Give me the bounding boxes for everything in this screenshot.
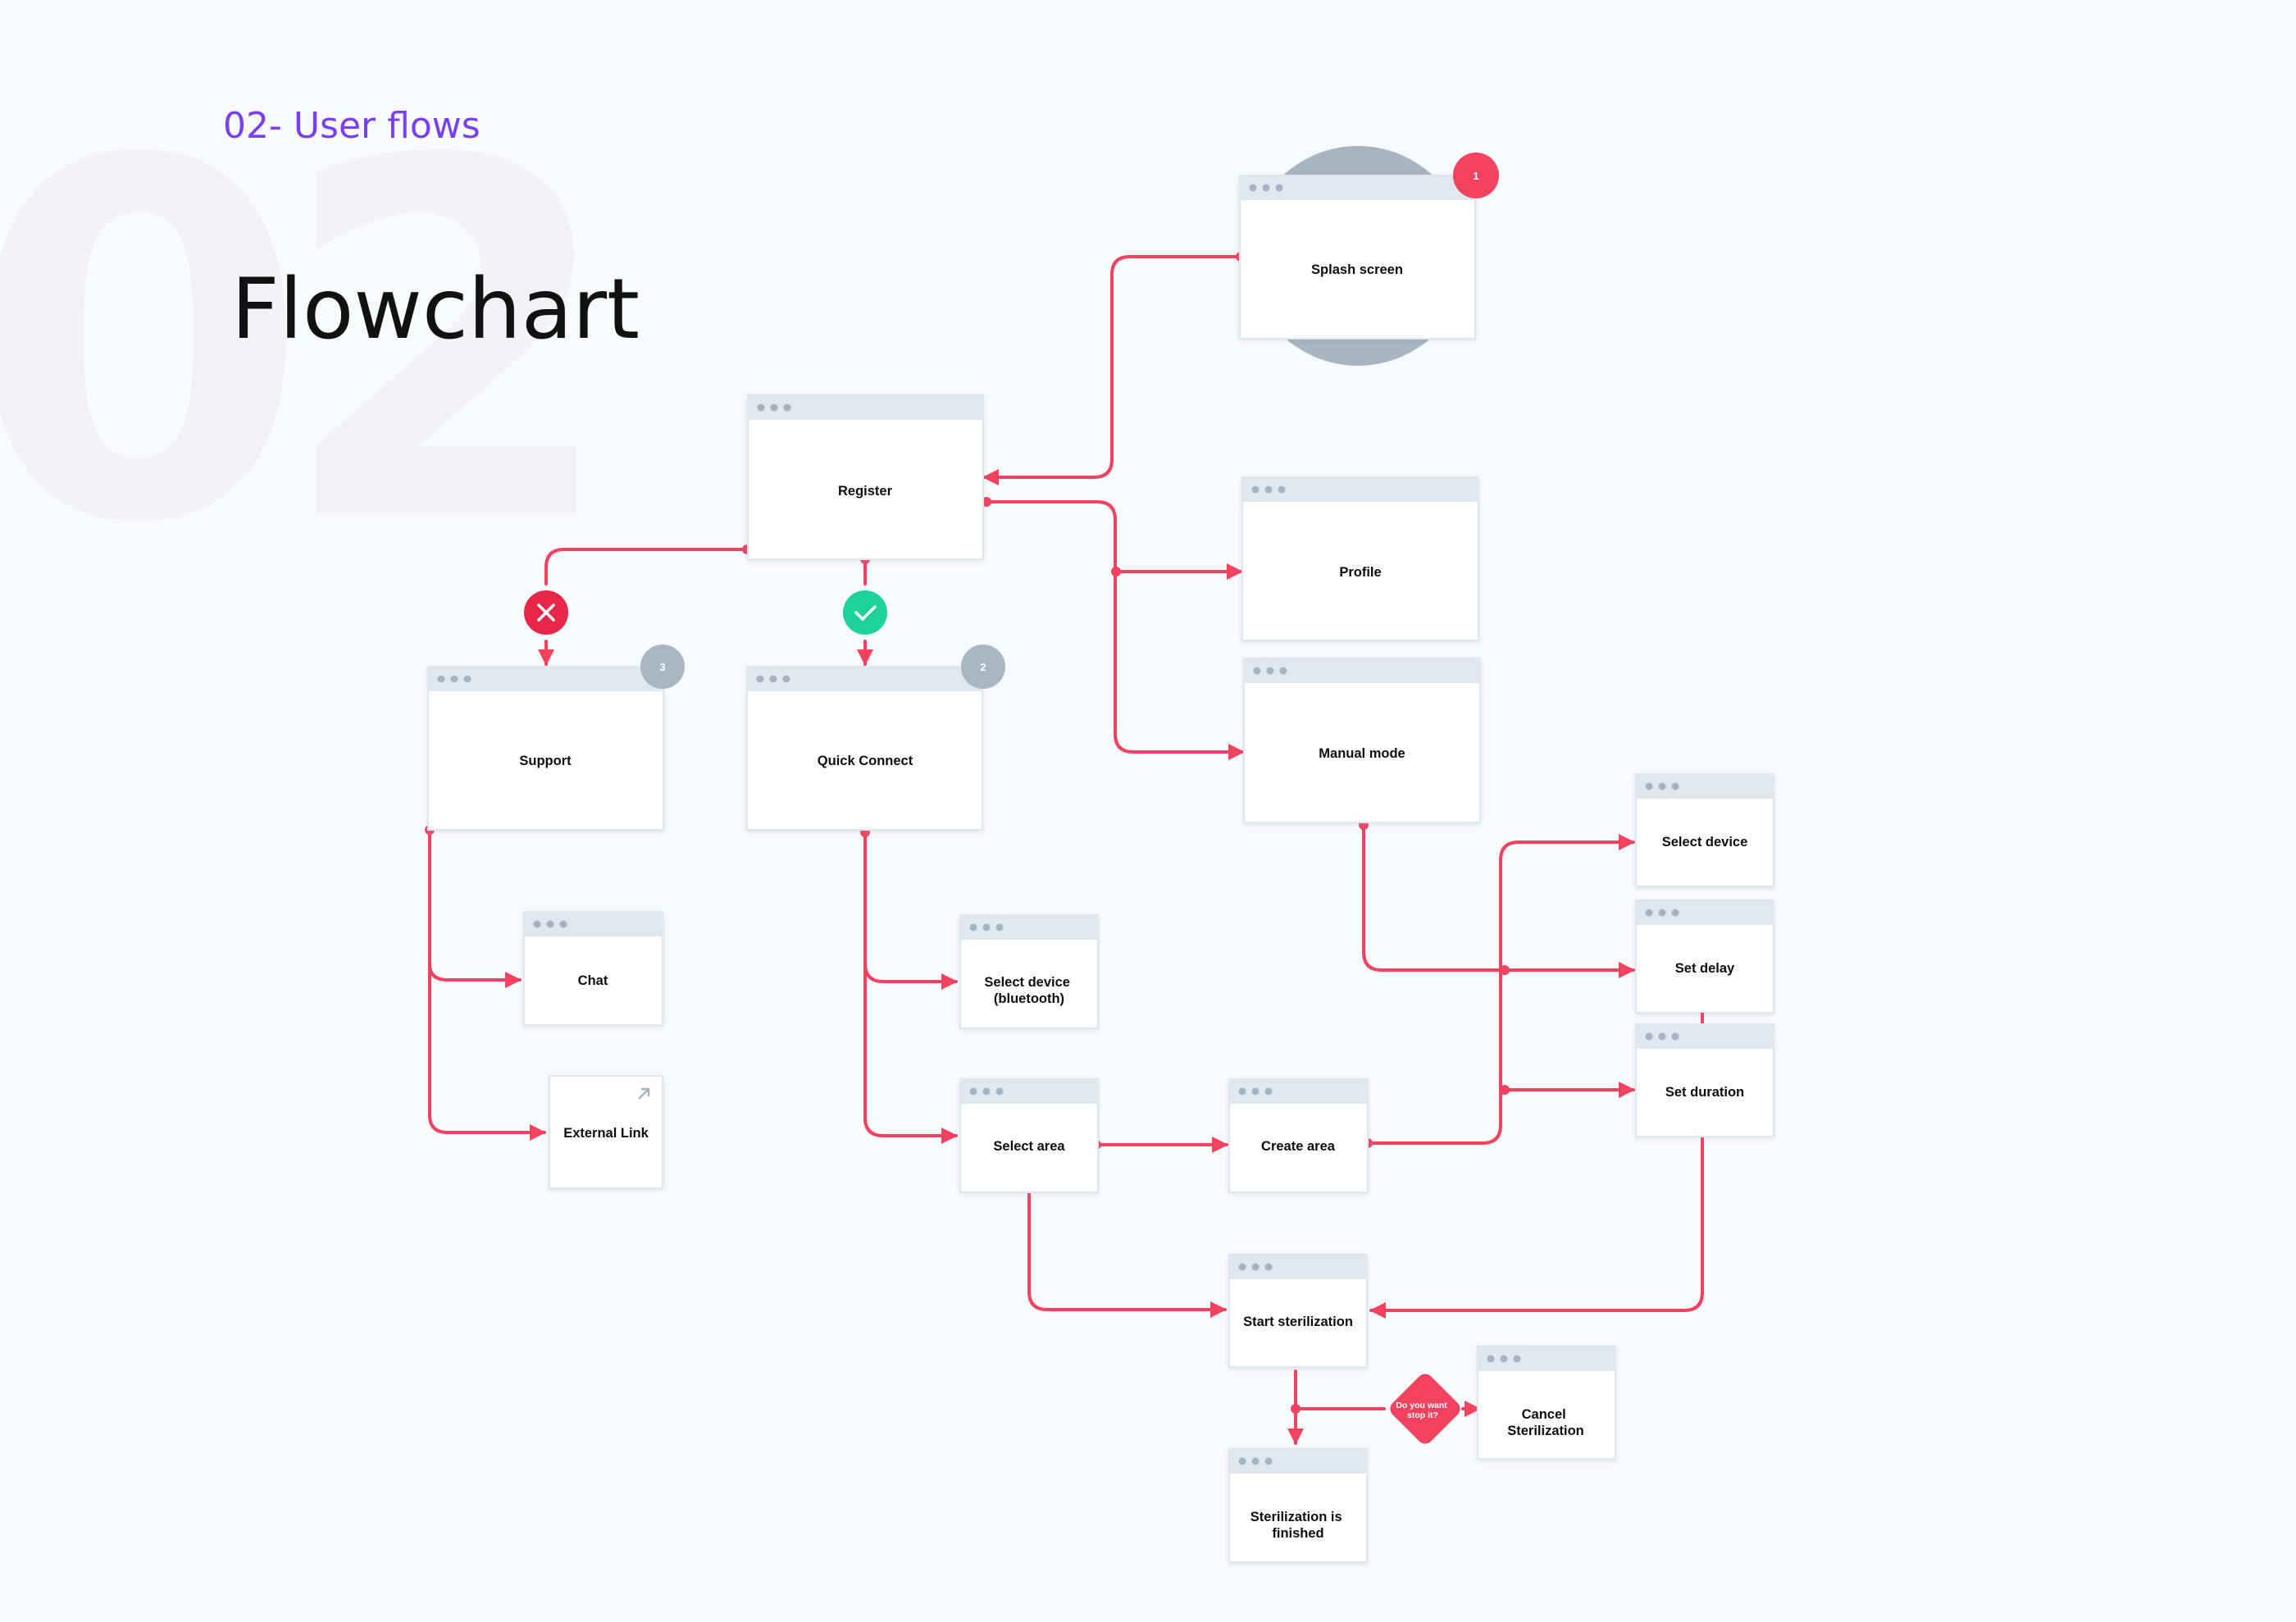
node-cancel-sterilization[interactable]: Cancel Sterilization: [1477, 1346, 1616, 1460]
connector-quickconnect-selectdevice: [863, 962, 958, 990]
external-link-label: External Link: [563, 1126, 649, 1141]
badge-splash: 1: [1453, 153, 1499, 198]
node-support[interactable]: Support: [427, 666, 664, 831]
error-branch-marker: [524, 590, 568, 635]
node-profile[interactable]: Profile: [1241, 476, 1479, 641]
svg-text:1: 1: [1473, 170, 1478, 182]
splash-screen-label: Splash screen: [1311, 262, 1403, 277]
node-sterilization-finished[interactable]: Sterilization is finished: [1228, 1448, 1368, 1563]
background-section-number: 02: [0, 57, 619, 631]
success-branch-marker: [843, 590, 887, 635]
select-device-bluetooth-label: Select device (bluetooth): [984, 975, 1073, 1006]
node-start-sterilization[interactable]: Start sterilization: [1228, 1254, 1368, 1368]
sterilization-finished-label: Sterilization is finished: [1250, 1510, 1346, 1541]
connector-register-profile: [985, 500, 1243, 580]
create-area-label: Create area: [1261, 1139, 1336, 1154]
decision-stop-label: Do you want stop it?: [1396, 1401, 1449, 1420]
svg-text:2: 2: [980, 661, 986, 673]
node-select-area[interactable]: Select area: [959, 1078, 1099, 1193]
cross-icon: [537, 604, 555, 622]
page-title: Flowchart: [231, 261, 640, 358]
select-area-label: Select area: [993, 1139, 1065, 1154]
badge-quick-connect: 2: [961, 645, 1005, 689]
node-manual-mode[interactable]: Manual mode: [1243, 658, 1481, 823]
select-device-label: Select device: [1662, 835, 1748, 850]
section-label: 02- User flows: [223, 105, 481, 147]
connector-splash-register: [982, 255, 1241, 485]
svg-text:3: 3: [659, 661, 665, 673]
decision-stop-diamond: Do you want stop it?: [1390, 1374, 1460, 1444]
connector-selectarea-start: [1027, 1192, 1227, 1318]
arrow-up-right-icon: [638, 1087, 650, 1100]
connector-manual-trunk: [1362, 823, 1635, 978]
quick-connect-label: Quick Connect: [818, 754, 913, 768]
connector-setduration-start: [1369, 1137, 1704, 1319]
start-sterilization-label: Start sterilization: [1243, 1314, 1353, 1329]
cancel-sterilization-label: Cancel Sterilization: [1507, 1407, 1584, 1438]
chat-label: Chat: [578, 973, 608, 988]
node-select-device[interactable]: Select device: [1635, 773, 1774, 887]
node-select-device-bluetooth[interactable]: Select device (bluetooth): [959, 914, 1099, 1029]
profile-label: Profile: [1339, 565, 1381, 580]
node-register[interactable]: Register: [747, 394, 984, 560]
connector-support-trunk: [428, 828, 546, 1141]
node-splash-screen[interactable]: Splash screen: [1239, 175, 1476, 339]
connector-quickconnect-trunk: [863, 831, 958, 1144]
register-label: Register: [838, 484, 893, 499]
set-duration-label: Set duration: [1665, 1085, 1744, 1100]
manual-mode-label: Manual mode: [1319, 746, 1405, 761]
connectors: [428, 255, 1704, 1445]
set-delay-label: Set delay: [1675, 961, 1735, 976]
badge-support: 3: [640, 645, 685, 689]
connector-register-manual: [1114, 570, 1245, 760]
node-chat[interactable]: Chat: [523, 911, 663, 1026]
check-icon: [854, 605, 877, 621]
connector-createarea-trunk: [1366, 834, 1635, 1145]
node-quick-connect[interactable]: Quick Connect: [746, 666, 983, 831]
connector-register-support: [544, 548, 749, 585]
node-set-delay[interactable]: Set delay: [1635, 900, 1774, 1014]
connector-support-chat: [428, 963, 522, 988]
node-create-area[interactable]: Create area: [1228, 1078, 1369, 1193]
node-external-link[interactable]: External Link: [549, 1075, 663, 1189]
support-label: Support: [519, 754, 572, 768]
node-set-duration[interactable]: Set duration: [1635, 1023, 1774, 1137]
